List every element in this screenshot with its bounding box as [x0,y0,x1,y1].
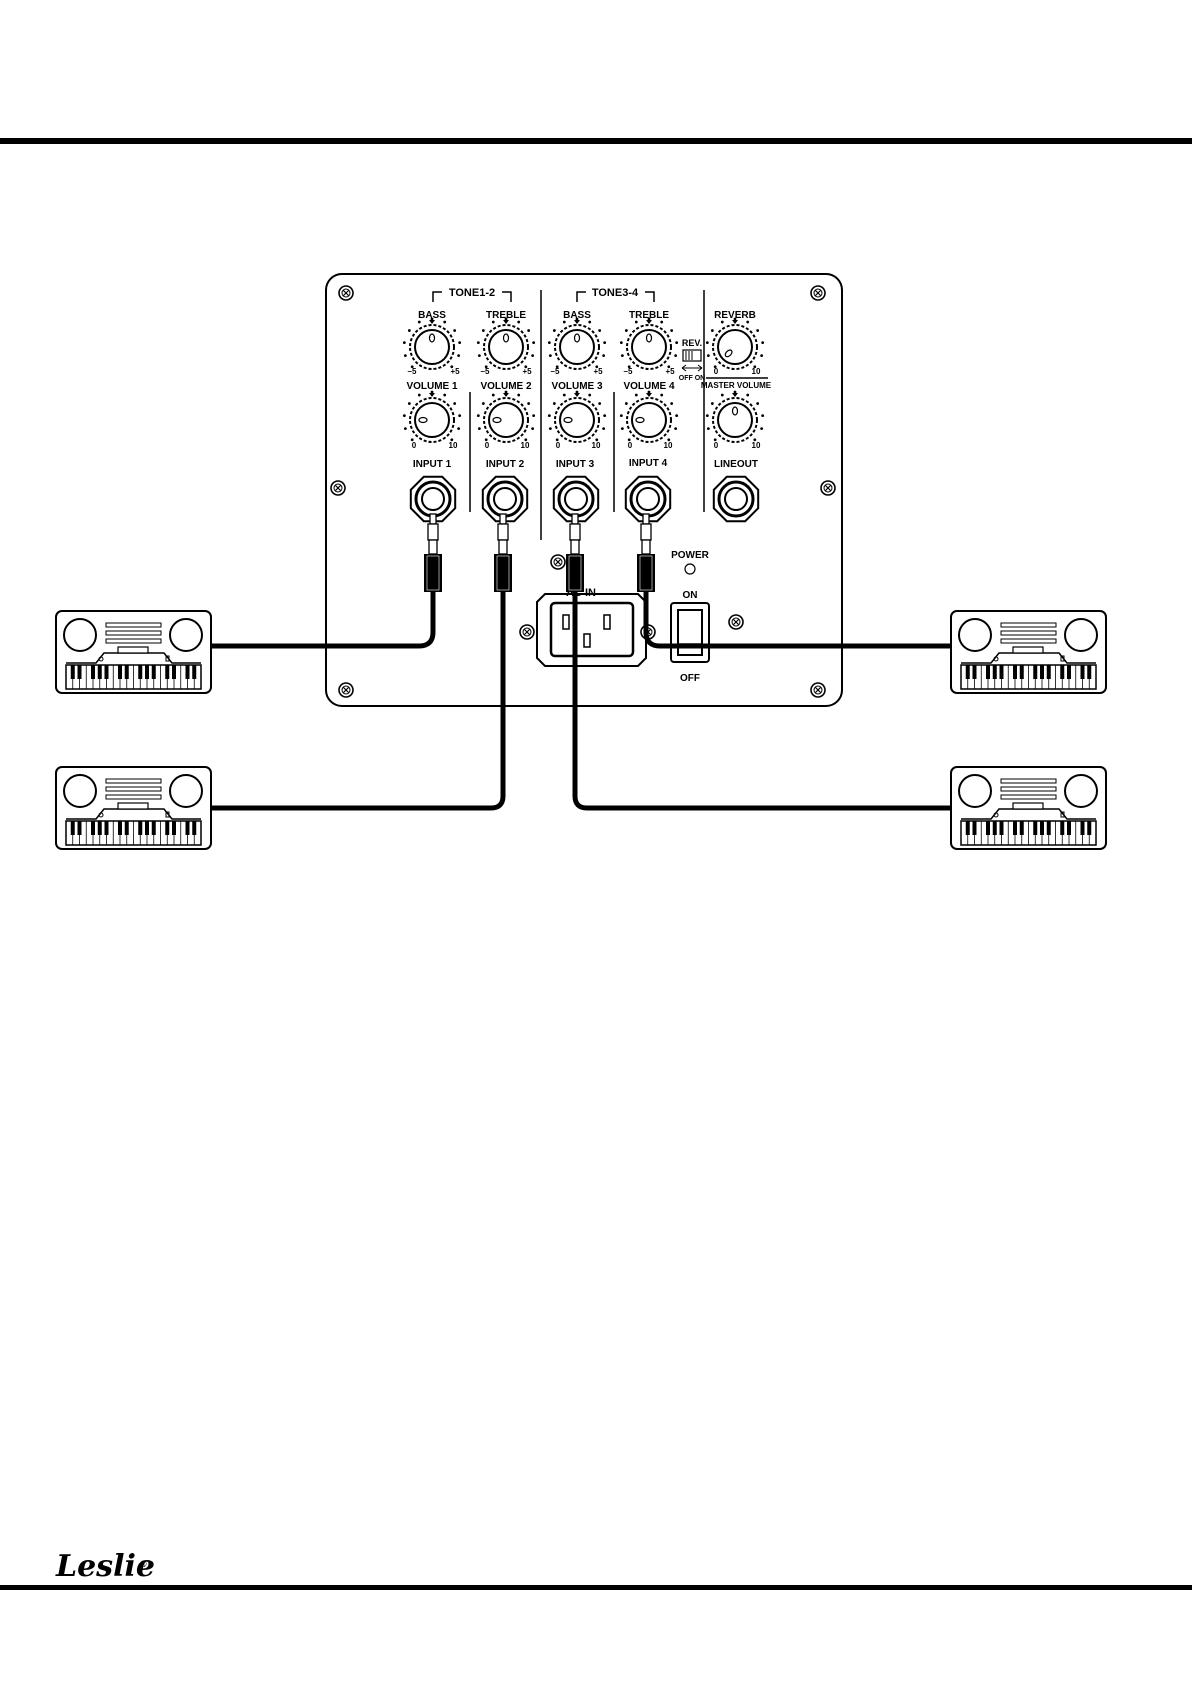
screw-icon [520,625,534,639]
switch-on-label: ON [683,590,698,601]
keyboard-icon [951,767,1106,849]
knob-max: 10 [449,441,458,450]
input-label-3: INPUT 3 [556,459,595,470]
top-rule [0,138,1192,144]
rev-switch[interactable] [683,350,701,361]
knob-max: 10 [664,441,673,450]
lineout-label: LINEOUT [714,459,758,470]
knob-min: 0 [628,441,633,450]
switch-off-label: OFF [680,673,700,684]
input-label-4: INPUT 4 [629,458,668,469]
knob-min: 0 [714,441,719,450]
group-label-tone3-4: TONE3-4 [592,287,639,299]
screw-icon [551,555,565,569]
knob-min: 0 [412,441,417,450]
knob-max: +5 [522,367,532,376]
screw-icon [729,615,743,629]
knob-label-volume-2: VOLUME 2 [480,381,532,392]
rev-switch-states: OFF ON [679,375,705,382]
input-label-1: INPUT 1 [413,459,452,470]
power-led [685,564,695,574]
knob-min: –5 [551,367,560,376]
rev-switch-label: REV. [682,338,702,348]
ac-inlet[interactable] [537,594,646,666]
knob-label-volume-3: VOLUME 3 [551,381,603,392]
knob-max: 10 [752,441,761,450]
screw-icon [821,481,835,495]
knob-max: 10 [521,441,530,450]
knob-max: 10 [752,367,761,376]
group-label-tone1-2: TONE1-2 [449,287,495,299]
keyboard-icon [56,611,211,693]
keyboard-icon [56,767,211,849]
knob-max: +5 [593,367,603,376]
registered-mark: ® [140,1559,147,1569]
power-switch[interactable] [671,603,709,662]
knob-min: –5 [408,367,417,376]
knob-min: –5 [624,367,633,376]
lineout-jack[interactable] [714,477,758,521]
knob-label-volume-1: VOLUME 1 [406,381,458,392]
screw-icon [339,286,353,300]
bottom-rule [0,1585,1192,1590]
knob-min: –5 [481,367,490,376]
power-label: POWER [671,550,710,561]
knob-max: 10 [592,441,601,450]
input-label-2: INPUT 2 [486,459,525,470]
keyboard-icon [951,611,1106,693]
knob-max: +5 [450,367,460,376]
knob-label-master-volume: MASTER VOLUME [701,381,772,390]
knob-min: 0 [714,367,719,376]
screw-icon [339,683,353,697]
screw-icon [331,481,345,495]
knob-min: 0 [485,441,490,450]
knob-label-volume-4: VOLUME 4 [623,381,675,392]
knob-min: 0 [556,441,561,450]
screw-icon [811,286,825,300]
screw-icon [811,683,825,697]
knob-max: +5 [665,367,675,376]
